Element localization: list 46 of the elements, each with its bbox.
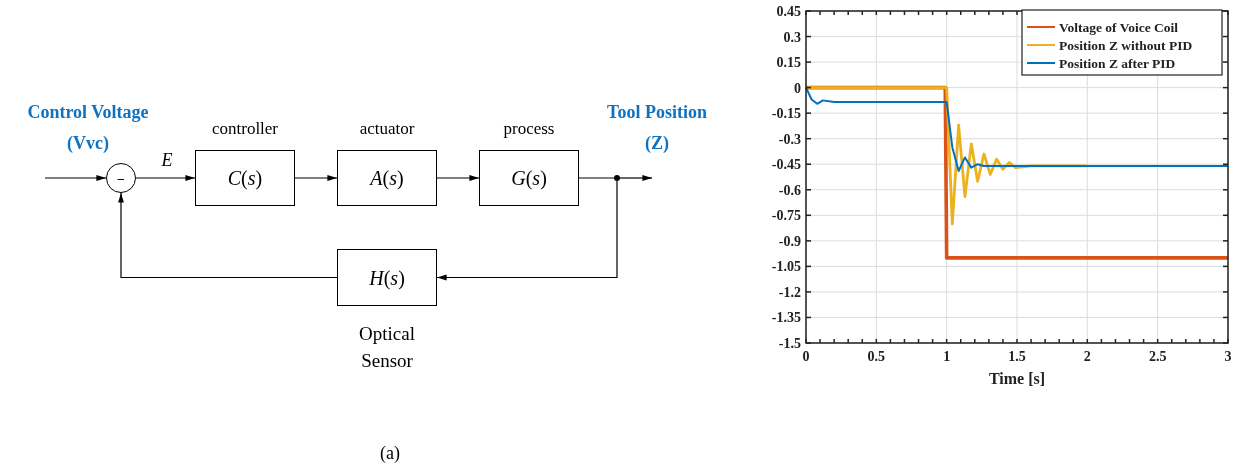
arrow bbox=[44, 175, 107, 181]
x-tick-label: 3 bbox=[1224, 349, 1232, 364]
x-tick-label: 2.5 bbox=[1148, 349, 1167, 364]
branch-point bbox=[614, 175, 620, 181]
legend-text: Position Z after PID bbox=[1059, 56, 1176, 71]
transfer-function-box: A(s) bbox=[337, 150, 437, 206]
legend-text: Position Z without PID bbox=[1059, 38, 1193, 53]
x-tick-label: 2 bbox=[1083, 349, 1091, 364]
transfer-function-box: H(s) bbox=[337, 249, 437, 306]
arrow bbox=[294, 175, 338, 181]
y-tick-label: -1.5 bbox=[778, 336, 801, 351]
transfer-function-box: G(s) bbox=[479, 150, 579, 206]
arrow bbox=[118, 192, 338, 279]
arrow bbox=[619, 175, 653, 181]
signal-label: Tool Position (Z) bbox=[606, 101, 708, 155]
summing-junction: − bbox=[106, 163, 136, 193]
x-tick-label: 0 bbox=[802, 349, 810, 364]
x-tick-label: 1 bbox=[943, 349, 951, 364]
transfer-function-box: C(s) bbox=[195, 150, 295, 206]
y-tick-label: -0.15 bbox=[771, 106, 801, 122]
arrow bbox=[135, 175, 196, 181]
edge-label: E bbox=[161, 151, 173, 169]
sensor-caption: Optical Sensor bbox=[358, 322, 416, 373]
x-axis-title: Time [s] bbox=[988, 370, 1046, 387]
y-tick-label: -0.45 bbox=[771, 157, 801, 173]
x-tick-label: 0.5 bbox=[867, 349, 886, 364]
y-tick-label: -1.35 bbox=[771, 310, 801, 326]
y-tick-label: -1.2 bbox=[778, 284, 801, 300]
y-tick-label: 0.3 bbox=[783, 29, 801, 45]
y-tick-label: -0.9 bbox=[778, 233, 801, 249]
y-tick-label: 0.45 bbox=[776, 4, 801, 19]
y-tick-label: 0.15 bbox=[776, 55, 801, 71]
y-tick-label: -1.05 bbox=[771, 259, 801, 275]
arrow bbox=[436, 175, 480, 181]
legend-text: Voltage of Voice Coil bbox=[1059, 20, 1179, 35]
figure-caption: (a) bbox=[379, 442, 401, 465]
block-title: controller bbox=[211, 118, 279, 140]
x-tick-label: 1.5 bbox=[1008, 349, 1026, 364]
y-tick-label: 0 bbox=[794, 80, 801, 96]
arrow bbox=[436, 180, 618, 281]
y-tick-label: -0.3 bbox=[778, 131, 801, 147]
signal-label: Control Voltage (Vvc) bbox=[26, 101, 150, 155]
y-tick-label: -0.6 bbox=[778, 182, 801, 198]
y-tick-label: -0.75 bbox=[771, 208, 801, 224]
block-title: actuator bbox=[359, 118, 415, 140]
block-title: process bbox=[503, 118, 555, 140]
